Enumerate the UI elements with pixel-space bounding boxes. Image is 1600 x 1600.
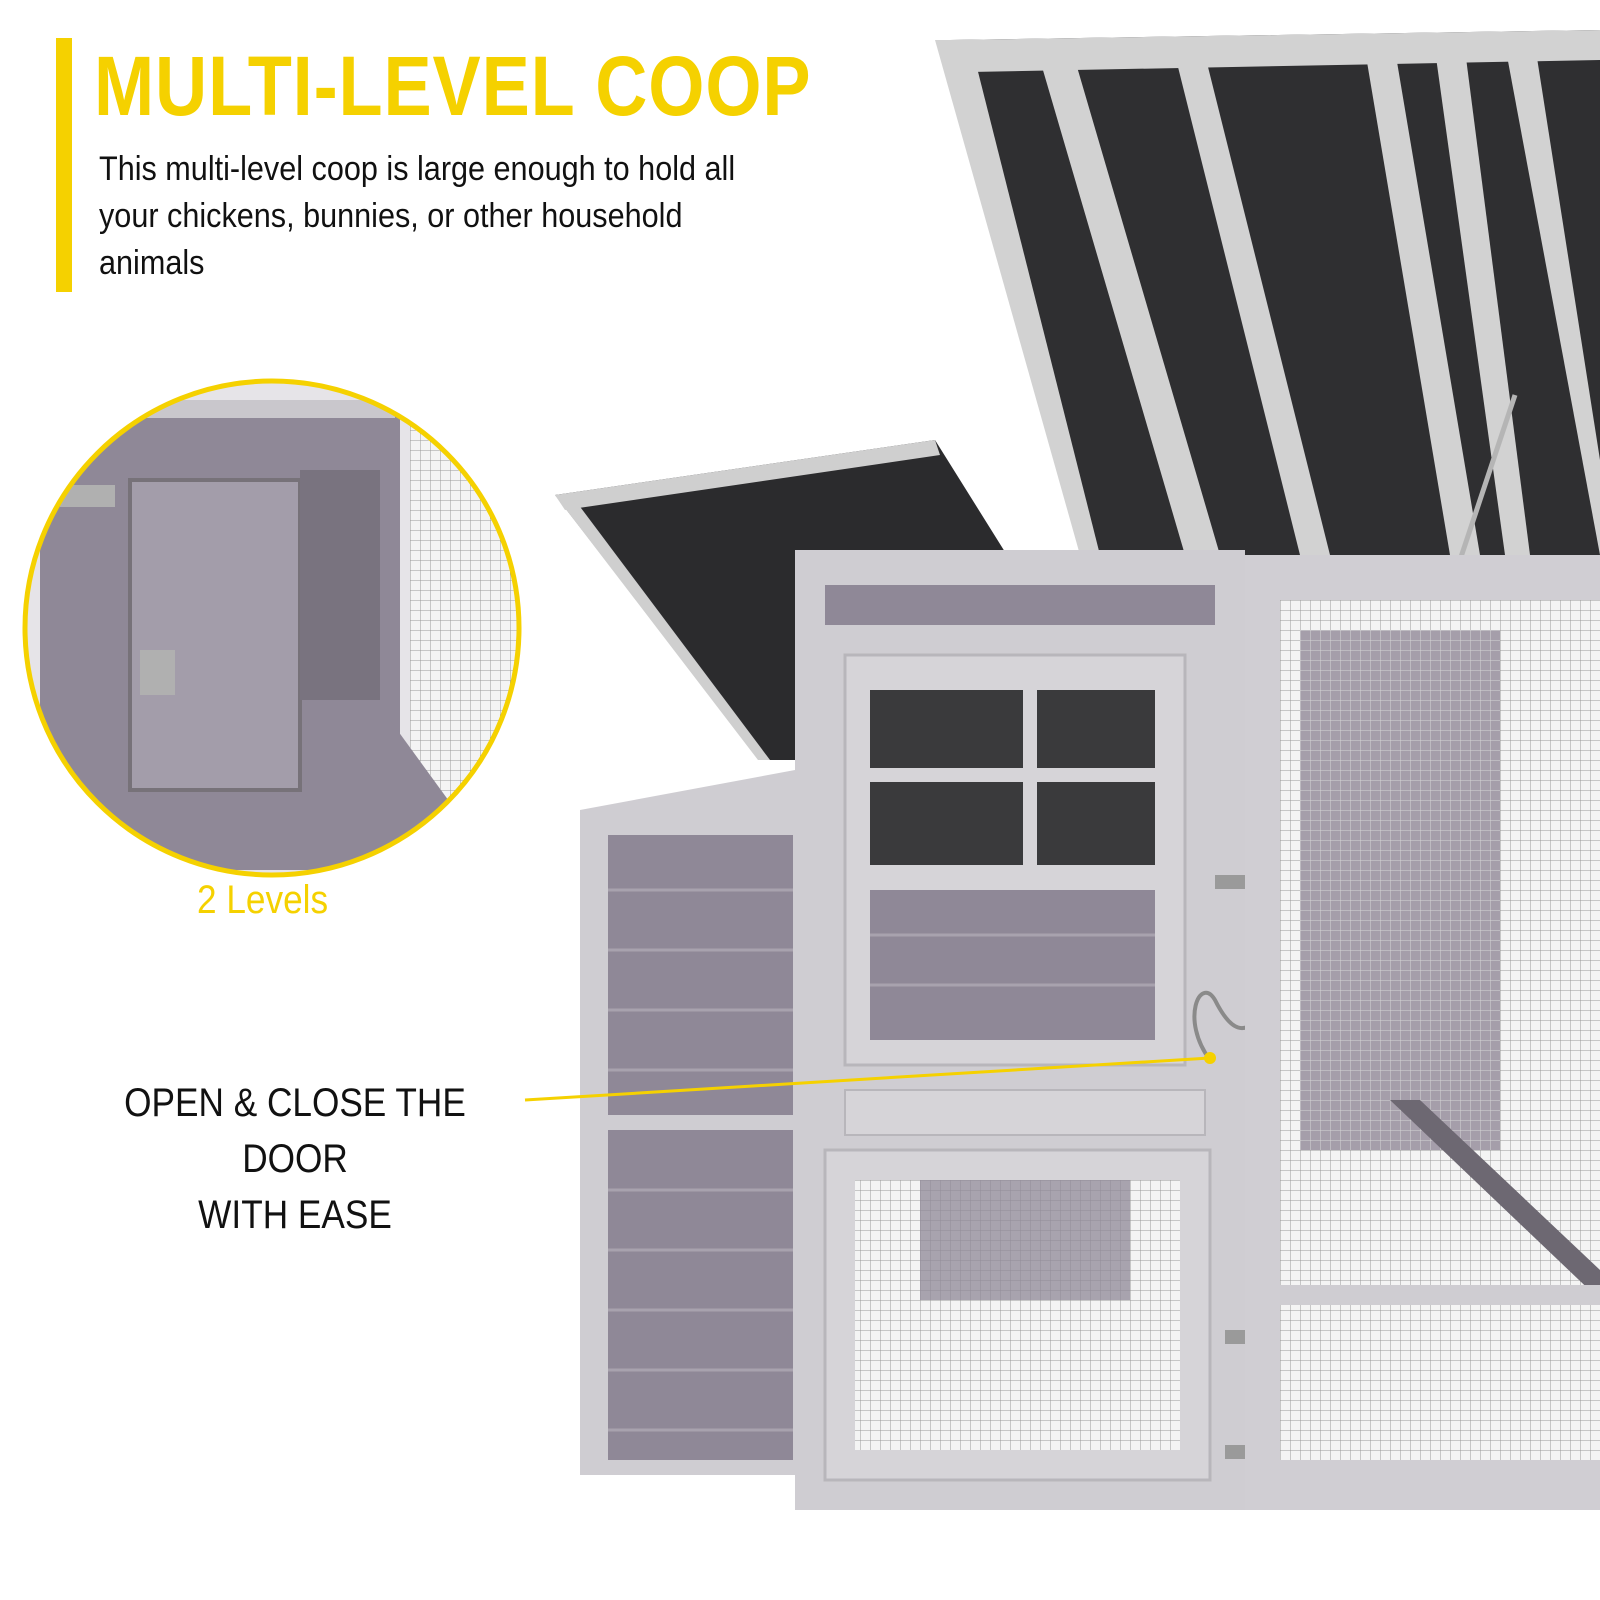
door-callout: OPEN & CLOSE THE DOOR WITH EASE <box>79 1075 510 1243</box>
callout-line-1: OPEN & CLOSE THE DOOR <box>124 1081 466 1181</box>
main-roof-lid <box>935 30 1600 561</box>
page-title: MULTI-LEVEL COOP <box>94 39 812 133</box>
zoom-circle-icon <box>22 378 522 878</box>
callout-pointer-icon <box>524 1052 1216 1102</box>
nesting-roof-lid <box>555 440 1010 760</box>
description-text: This multi-level coop is large enough to… <box>99 150 736 282</box>
coop-run <box>1245 555 1600 1510</box>
callout-line-2: WITH EASE <box>198 1193 392 1237</box>
levels-caption: 2 Levels <box>197 878 329 922</box>
accent-bar <box>56 38 72 292</box>
coop-front <box>795 550 1270 1510</box>
nesting-box <box>580 770 795 1475</box>
